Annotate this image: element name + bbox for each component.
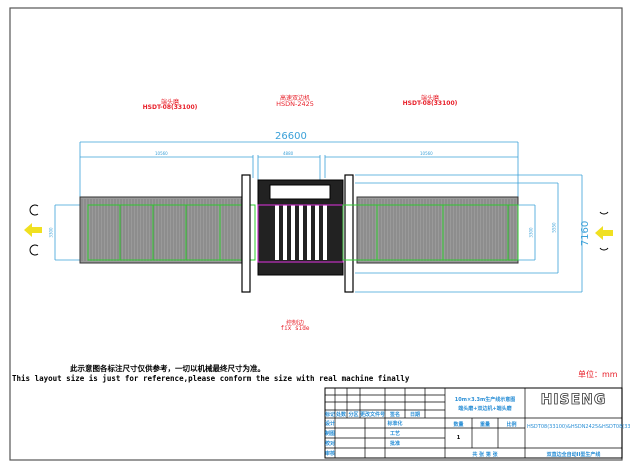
center-machine-model: HSDN-2425 [276, 100, 314, 108]
rev-header: 日期 [409, 412, 420, 418]
machine-slot [307, 205, 311, 260]
unit-label: 单位：mm [578, 370, 618, 379]
left-glass-outline [87, 204, 256, 261]
control-side-cn: 控制边 [285, 320, 304, 327]
drawing-subtitle: 端头磨+双边机+端头磨 [458, 406, 512, 412]
control-side-en: fix side [280, 325, 310, 332]
drawing-frame [9, 7, 623, 461]
machine-slot [275, 205, 279, 260]
note-cn: 此示意图各标注尺寸仅供参考，一切以机械最终尺寸为准。 [70, 364, 265, 373]
overall-length-dim: 26600 [275, 131, 307, 142]
rev-header: 标记 [325, 412, 336, 418]
qty-value: 1 [456, 435, 461, 441]
right-machine-model: HSDT-08(33100) [402, 100, 458, 107]
note-en: This layout size is just for reference,p… [12, 374, 410, 383]
machine-slot [323, 205, 327, 260]
process-label: 工艺 [389, 431, 400, 437]
title-block-grid [324, 387, 623, 459]
right-glass-outline [342, 204, 519, 261]
qty-label: 数量 [453, 422, 464, 428]
double-edger [257, 179, 344, 276]
right-section-dim: 10560 [420, 151, 433, 156]
scale-label: 比例 [506, 422, 517, 428]
right-edge-grinder [342, 174, 519, 293]
role-label: 校对 [325, 441, 336, 447]
right-inner-width-dim: 3300 [528, 227, 534, 238]
right-mid-width-dim: 5550 [551, 222, 557, 233]
left-section-dim: 10560 [155, 151, 168, 156]
left-machine-name: 端头磨 [160, 99, 179, 106]
center-section-dim: 4880 [283, 151, 294, 156]
machine-slot [283, 205, 287, 260]
sheets-label: 共 张 第 张 [472, 452, 498, 458]
role-label: 设计 [325, 421, 336, 427]
role-label: 制图 [325, 431, 336, 437]
role-label: 审核 [325, 451, 336, 457]
rev-header: 签名 [389, 412, 400, 418]
right-machine-name: 端头磨 [420, 95, 439, 102]
weight-label: 重量 [479, 422, 490, 428]
left-edge-grinder [79, 174, 256, 293]
overall-width-dim: 7160 [580, 220, 592, 247]
left-machine-model: HSDT-08(33100) [142, 104, 198, 111]
brand-logo: HISENG [540, 392, 607, 409]
flow-arrow-left-icon [24, 204, 42, 256]
drawing-title: 10m×3.3m生产线示意图 [454, 397, 516, 403]
rev-header: 更改文件号 [360, 412, 386, 418]
left-width-dim: 3300 [48, 227, 54, 238]
dimension-lines [54, 141, 583, 293]
std-label: 标准化 [387, 421, 403, 427]
machine-slot [315, 205, 319, 260]
flow-arrow-right-icon [595, 211, 613, 251]
machine-slot [299, 205, 303, 260]
center-machine-name: 高速双边机 [279, 95, 310, 102]
approve-label: 批准 [389, 441, 400, 447]
rev-header: 分区 [348, 412, 359, 418]
machine-slot [291, 205, 295, 260]
rev-header: 处数 [335, 412, 346, 418]
line-name: 双直边全自动II型生产线 [546, 452, 601, 458]
model-number: HSDT08(33100)&HSDN2425&HSDT08(33100) [527, 424, 630, 430]
